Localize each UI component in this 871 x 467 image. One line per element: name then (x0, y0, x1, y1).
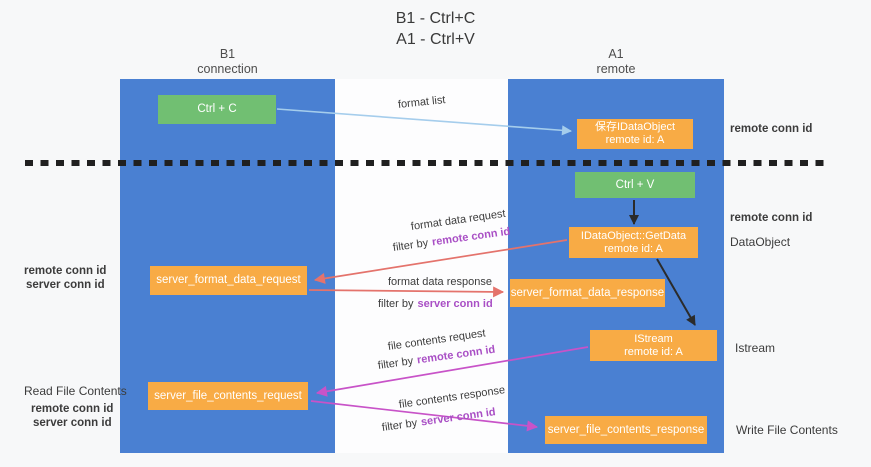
server-format-data-request-label: server_format_data_request (156, 274, 301, 286)
read-file-contents-label: Read File Contents (24, 384, 127, 398)
ctrl-v-node: Ctrl + V (575, 172, 695, 198)
dataobject-label: DataObject (730, 235, 791, 249)
server-file-contents-request-node: server_file_contents_request (148, 382, 308, 410)
server-conn-id-inline-2: server conn id (417, 298, 493, 310)
filter-by-text-2: filter by (378, 298, 414, 310)
format-list-arrow (276, 108, 572, 136)
format-data-request-arrow (313, 239, 568, 284)
left-lane-name: B1 (219, 47, 236, 61)
title-line-2: A1 - Ctrl+V (396, 31, 475, 48)
save-idataobject-node: 保存IDataObject remote id: A (577, 119, 693, 149)
server-format-data-response-label: server_format_data_response (510, 286, 665, 299)
server-format-data-request-node: server_format_data_request (150, 266, 307, 295)
server-file-contents-response-node: server_file_contents_response (545, 416, 707, 444)
write-file-contents-label: Write File Contents (736, 423, 838, 437)
right-lane-name: A1 (608, 47, 624, 61)
server-conn-id-label-left-bottom: server conn id (33, 417, 112, 429)
save-idataobject-line2: remote id: A (605, 134, 665, 146)
title-line-1: B1 - Ctrl+C (395, 10, 476, 27)
ctrl-v-label: Ctrl + V (615, 178, 655, 191)
remote-conn-id-label-left-bottom: remote conn id (31, 403, 114, 415)
server-file-contents-response-label: server_file_contents_response (547, 423, 705, 436)
getdata-line1: IDataObject::GetData (580, 229, 687, 242)
server-conn-id-label-left-top: server conn id (26, 279, 105, 291)
getdata-line2: remote id: A (604, 242, 663, 255)
right-lane-header: A1 remote (508, 47, 724, 77)
getdata-node: IDataObject::GetData remote id: A (569, 227, 698, 258)
center-gap-band (335, 79, 508, 453)
istream-side-label: Istream (735, 341, 776, 355)
remote-conn-id-label-right-mid: remote conn id (730, 212, 813, 224)
save-idataobject-line1: 保存IDataObject (594, 121, 676, 133)
format-data-response-arrow (308, 286, 505, 298)
server-file-contents-request-label: server_file_contents_request (154, 389, 302, 402)
istream-line2: remote id: A (624, 345, 683, 358)
getdata-to-istream-arrow (656, 258, 696, 326)
ctrl-c-label: Ctrl + C (197, 103, 237, 115)
left-lane-header: B1 connection (120, 47, 335, 77)
remote-conn-id-label-left-top: remote conn id (24, 265, 107, 277)
ctrl-c-node: Ctrl + C (158, 95, 276, 124)
file-contents-response-arrow (310, 400, 539, 432)
left-lane-subtitle: connection (197, 62, 258, 76)
format-data-response-label: format data response (388, 276, 492, 288)
page-title: B1 - Ctrl+C A1 - Ctrl+V (0, 8, 871, 50)
server-format-data-response-node: server_format_data_response (510, 279, 665, 307)
remote-conn-id-label-right-top: remote conn id (730, 123, 813, 135)
istream-node: IStream remote id: A (590, 330, 717, 361)
istream-line1: IStream (634, 332, 673, 345)
right-lane-subtitle: remote (596, 62, 636, 76)
file-contents-request-arrow (315, 346, 589, 397)
